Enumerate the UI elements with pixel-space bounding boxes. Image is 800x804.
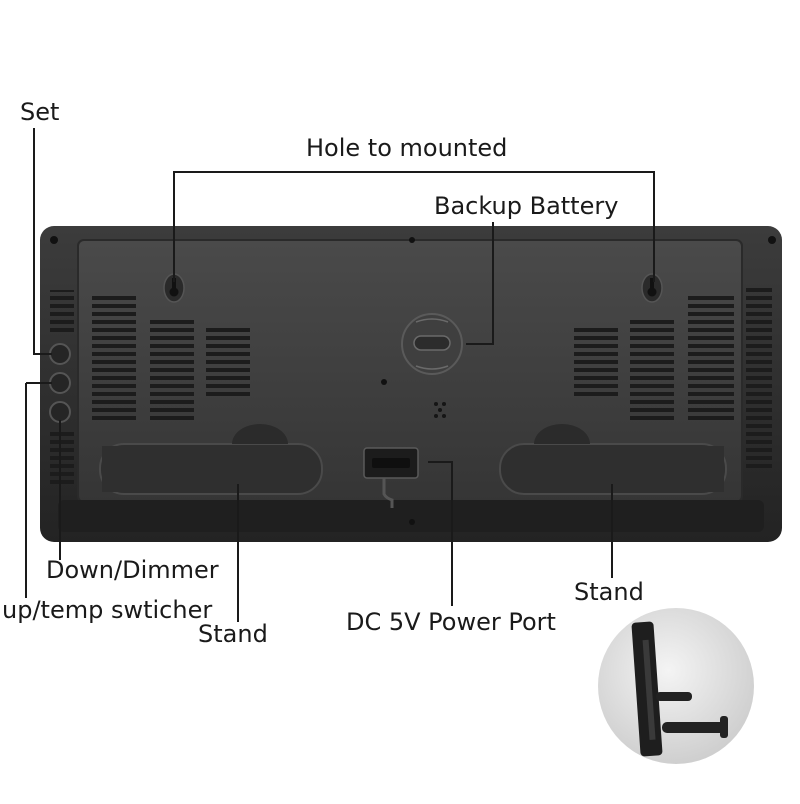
battery-cover-icon: [401, 313, 463, 375]
side-vent-left-top: [50, 290, 74, 334]
leader-lines: [25, 128, 655, 622]
label-down-dimmer: Down/Dimmer: [46, 556, 219, 584]
label-stand-right: Stand: [574, 578, 644, 606]
bottom-lip: [58, 500, 764, 532]
stand-right: [499, 424, 727, 495]
label-power-port: DC 5V Power Port: [346, 608, 556, 636]
power-port-icon: [363, 447, 419, 508]
speaker-holes-icon: [434, 402, 446, 418]
vent-group-left-1: [92, 296, 136, 424]
side-vent-left-bottom: [50, 430, 74, 484]
label-up-temp-switcher: up/temp swticher: [2, 596, 213, 624]
stand-left: [99, 424, 323, 495]
screw-top-center: [409, 237, 415, 243]
label-set: Set: [20, 98, 60, 126]
up-temp-button[interactable]: [49, 372, 71, 394]
vent-group-left-3: [206, 326, 250, 398]
set-button[interactable]: [49, 343, 71, 365]
label-hole-to-mounted: Hole to mounted: [306, 134, 508, 162]
screw-center: [381, 379, 387, 385]
label-stand-left: Stand: [198, 620, 268, 648]
vent-group-right-1: [574, 326, 618, 398]
mount-hole-right-icon: [641, 273, 663, 303]
vent-group-right-2: [630, 316, 674, 420]
side-vent-right: [746, 288, 772, 472]
mount-hole-left-icon: [163, 273, 185, 303]
label-backup-battery: Backup Battery: [434, 192, 619, 220]
side-view-inset: [598, 608, 754, 764]
screw-top-right: [768, 236, 776, 244]
vent-group-left-2: [150, 316, 194, 420]
down-dimmer-button[interactable]: [49, 401, 71, 423]
screw-top-left: [50, 236, 58, 244]
vent-group-right-3: [688, 296, 734, 424]
screw-bottom-center: [409, 519, 415, 525]
